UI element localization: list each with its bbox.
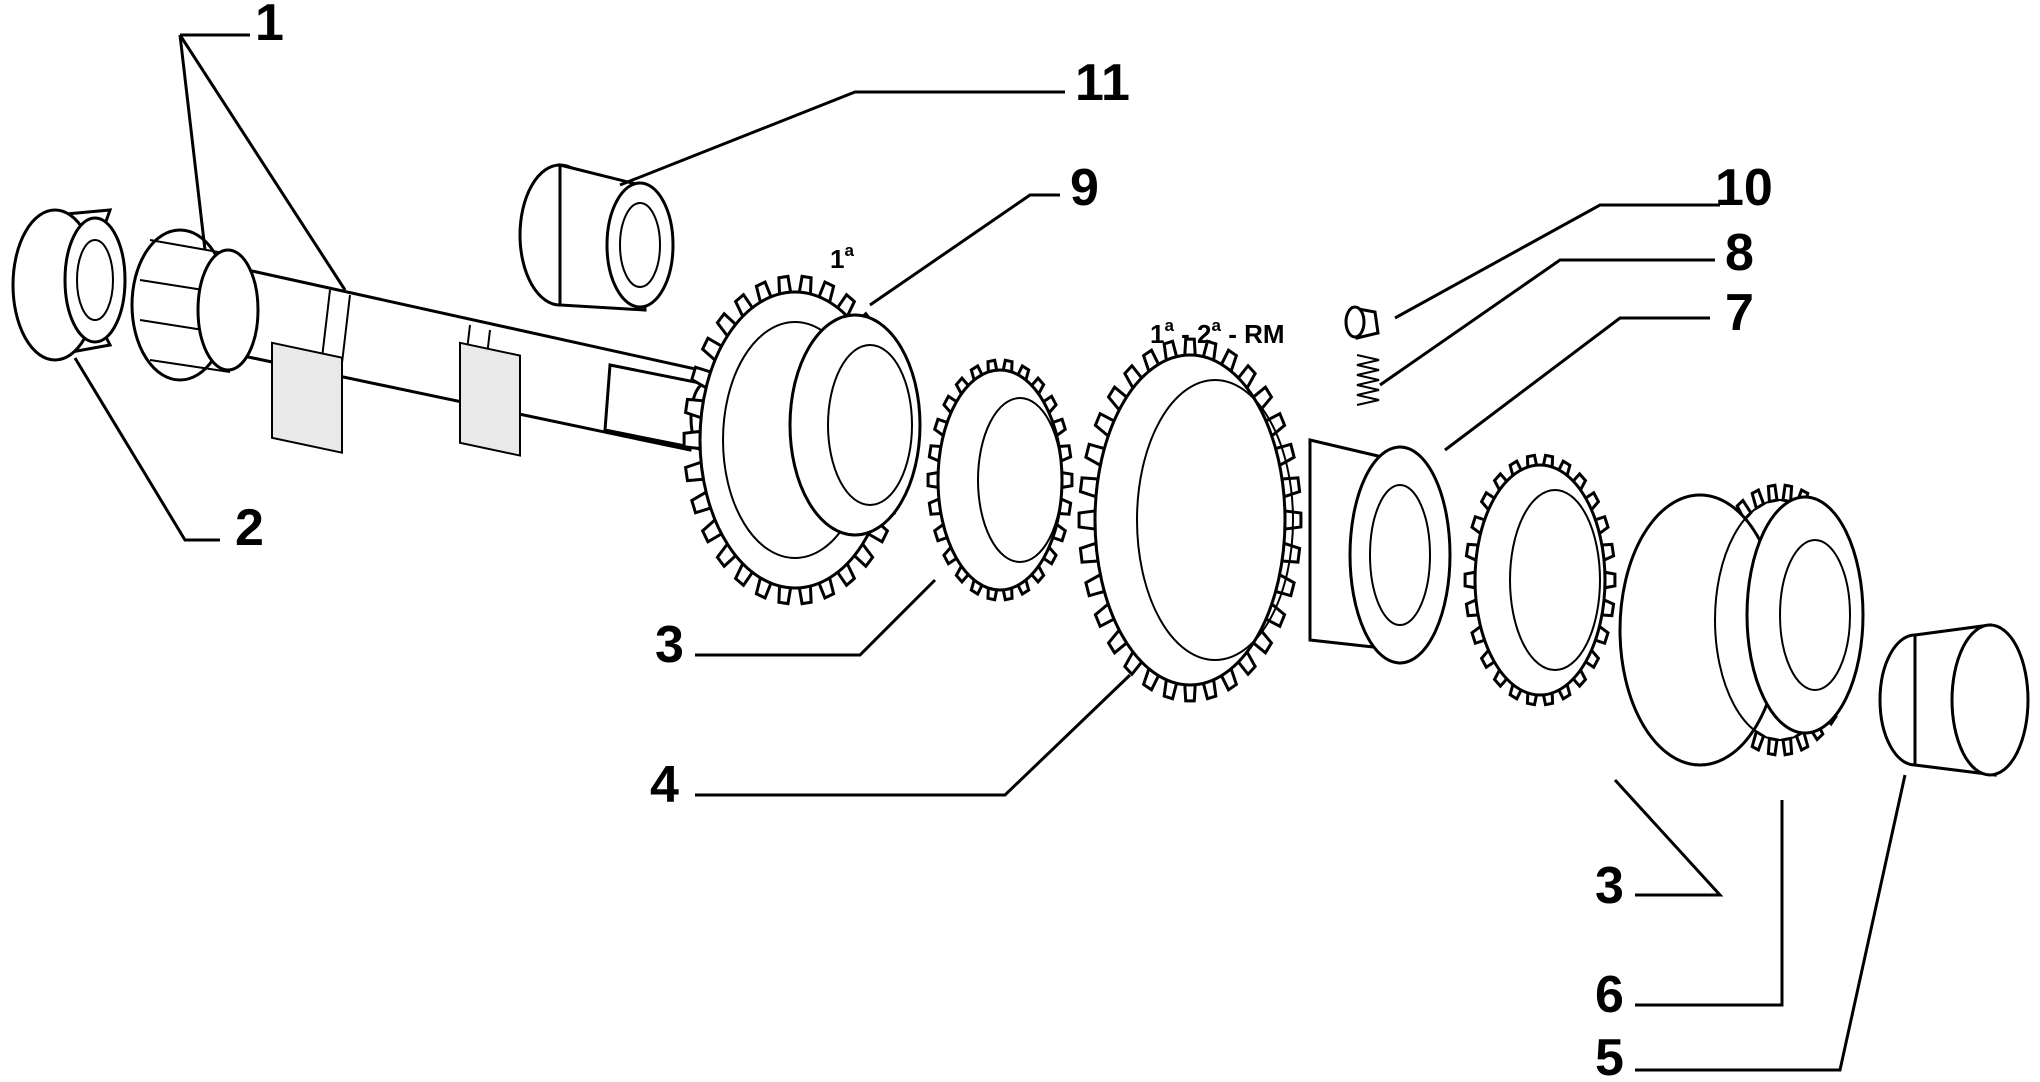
first-gear	[682, 274, 922, 606]
callout-3-left: 3	[655, 616, 684, 674]
leader-lines	[73, 33, 1907, 1072]
callout-5: 5	[1595, 1029, 1624, 1077]
synchro-ring-right-teeth	[1463, 453, 1617, 707]
callout-10: 10	[1715, 159, 1773, 217]
callout-2: 2	[235, 499, 264, 557]
gear-tooth	[1781, 736, 1794, 757]
synchro-ring-right	[1463, 453, 1617, 707]
detent-spring	[1356, 354, 1380, 406]
first-gear-label: 1a	[830, 241, 854, 274]
callout-numbers: 1 2 3 4 3 6 5 7 8 9 10 11	[235, 0, 1773, 1082]
callout-8: 8	[1725, 224, 1754, 282]
gear-labels: 1a 1a - 2a - RM	[830, 241, 1285, 349]
gear-tooth	[1077, 509, 1097, 531]
gear-tooth	[682, 429, 702, 451]
bearing-left	[11, 208, 127, 362]
shaft-pinion-gear	[130, 228, 260, 382]
callout-1: 1	[255, 0, 284, 52]
shaft-splines-left	[271, 341, 343, 454]
gear-tooth	[1766, 736, 1779, 757]
callout-6: 6	[1595, 966, 1624, 1024]
synchro-hub	[1308, 438, 1452, 665]
bush-top	[518, 163, 675, 312]
bush-right	[1878, 623, 2030, 777]
synchro-label: 1a - 2a - RM	[1150, 316, 1285, 349]
gear-tooth	[1183, 683, 1197, 703]
synchro-sleeve	[1077, 337, 1303, 703]
second-gear	[1618, 483, 1865, 767]
shaft-splines-right	[459, 341, 521, 457]
synchro-ring-left	[926, 358, 1074, 602]
main-shaft	[213, 263, 721, 457]
callout-4: 4	[650, 756, 679, 814]
detent-plunger	[1344, 305, 1380, 340]
callout-7: 7	[1725, 284, 1754, 342]
callout-11: 11	[1075, 54, 1130, 112]
callout-9: 9	[1070, 159, 1099, 217]
gear-tooth	[1766, 483, 1779, 504]
callout-3-right: 3	[1595, 857, 1624, 915]
